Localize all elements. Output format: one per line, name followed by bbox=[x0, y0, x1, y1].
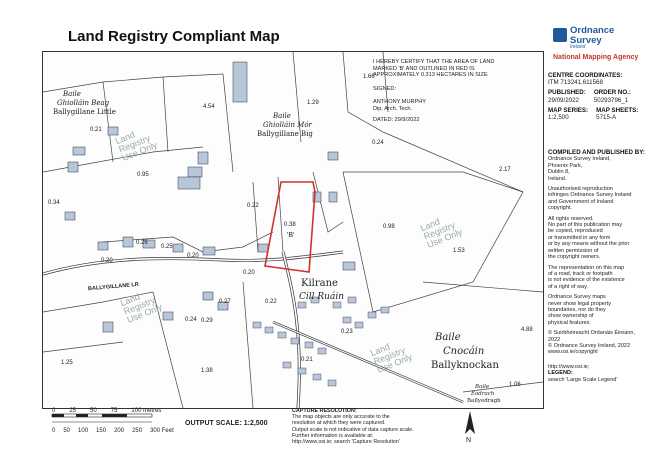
place-cnocain: Cnocáin bbox=[443, 346, 485, 357]
series-label: MAP SERIES: bbox=[548, 106, 589, 114]
scale-bar bbox=[44, 408, 164, 433]
centre-label: CENTRE COORDINATES: bbox=[548, 72, 623, 79]
map-drawing bbox=[43, 52, 543, 408]
area-label: 1.53 bbox=[453, 248, 465, 254]
certificate-text: I HEREBY CERTIFY THAT THE AREA OF LAND M… bbox=[373, 59, 495, 79]
scale-bar-graphic bbox=[51, 413, 153, 423]
area-label: 0.20 bbox=[101, 258, 113, 264]
place-ballygillane-little: Ballygillane Little bbox=[53, 108, 116, 116]
area-label: 0.29 bbox=[201, 318, 213, 324]
place-kilrane: Kilrane bbox=[301, 278, 338, 289]
compiled-label: COMPILED AND PUBLISHED BY: bbox=[548, 149, 645, 157]
area-label: 0.26 bbox=[136, 240, 148, 246]
osi-logo-icon bbox=[553, 28, 567, 42]
place-baile-3: Baile bbox=[435, 332, 461, 343]
place-ghiollain-mor: Ghiolláin Mór bbox=[263, 121, 312, 129]
area-label: 1.29 bbox=[307, 100, 319, 106]
area-label: 0.22 bbox=[265, 299, 277, 305]
series-value: 1:2,500 bbox=[548, 114, 569, 122]
map-frame[interactable]: Baile Ghiolláin Beag Ballygillane Little… bbox=[42, 51, 544, 409]
page-title: Land Registry Compliant Map bbox=[68, 28, 280, 45]
logo-line2: Survey bbox=[570, 35, 602, 46]
area-label: 0.21 bbox=[301, 357, 313, 363]
info-panel: CENTRE COORDINATES: ITM 713241,611568 PU… bbox=[548, 72, 658, 383]
place-eadrach: Eadrach bbox=[471, 391, 495, 397]
centre-value: ITM 713241,611568 bbox=[548, 79, 603, 87]
area-label: 0.24 bbox=[185, 317, 197, 323]
area-label: 4.88 bbox=[521, 327, 533, 333]
place-baile-2: Baile bbox=[273, 112, 291, 120]
sheets-label: MAP SHEETS: bbox=[596, 106, 639, 114]
published-value: 29/09/2022 bbox=[548, 96, 579, 104]
signed-label: SIGNED: bbox=[373, 85, 397, 92]
area-label: 1.66 bbox=[363, 74, 375, 80]
area-label: 2.17 bbox=[499, 167, 511, 173]
place-cill-ruain: Cill Ruáin bbox=[299, 292, 344, 302]
area-label: 0.95 bbox=[137, 172, 149, 178]
copyright-lines: © Suirbhéireacht Ordanáis Éireann, 2022 … bbox=[548, 330, 635, 356]
area-label: 0.21 bbox=[90, 127, 102, 133]
signer-name: ANTHONY MURPHY bbox=[373, 99, 427, 106]
area-label: 0.24 bbox=[372, 140, 384, 146]
place-ballyedragh: Ballyedragh bbox=[467, 398, 501, 404]
area-label: 1.06 bbox=[509, 382, 521, 388]
order-value: 50293796_1 bbox=[593, 96, 629, 104]
area-label: 0.22 bbox=[247, 203, 259, 209]
certificate-block: I HEREBY CERTIFY THAT THE AREA OF LAND M… bbox=[373, 59, 513, 123]
order-label: ORDER NO.: bbox=[593, 89, 631, 97]
area-label: 0.20 bbox=[243, 270, 255, 276]
signer-qualification: Dip. Arch. Tech. bbox=[373, 105, 413, 112]
area-label: 0.98 bbox=[383, 224, 395, 230]
area-label: 1.25 bbox=[61, 360, 73, 366]
area-label: 4.54 bbox=[203, 104, 215, 110]
place-baile-1: Baile bbox=[63, 90, 81, 98]
compiled-lines: Ordnance Survey Ireland,Phoenix Park, Du… bbox=[548, 156, 611, 182]
area-label: 0.20 bbox=[187, 253, 199, 259]
north-arrow-icon bbox=[465, 411, 475, 434]
logo-tagline: National Mapping Agency bbox=[553, 54, 639, 61]
logo-line3: Ireland bbox=[570, 44, 586, 50]
place-ballyknockan: Ballyknockan bbox=[431, 360, 499, 371]
place-ghiollain-beag: Ghiolláin Beag bbox=[57, 99, 110, 107]
sheets-value: 5715-A bbox=[596, 114, 617, 122]
area-label: 0.34 bbox=[48, 200, 60, 206]
area-label: 0.23 bbox=[341, 329, 353, 335]
published-label: PUBLISHED: bbox=[548, 89, 586, 97]
parcel-label: 'B' bbox=[287, 232, 295, 239]
area-label: 0.25 bbox=[161, 244, 173, 250]
legend-block: http://www.osi.ie; LEGEND: search 'Large… bbox=[548, 363, 618, 383]
north-label: N bbox=[466, 437, 472, 444]
output-scale: OUTPUT SCALE: 1:2,500 bbox=[185, 420, 268, 427]
place-ballygillane-big: Ballygillane Big bbox=[257, 130, 313, 138]
area-label: 0.27 bbox=[219, 299, 231, 305]
logo-line1: Ordnance bbox=[570, 25, 615, 36]
area-label: 0.38 bbox=[284, 222, 296, 228]
rights-lines: All rights reserved.No part of this publ… bbox=[548, 215, 630, 261]
place-baile-4: Baile bbox=[475, 384, 490, 390]
dated-text: DATED: 29/9/2022 bbox=[373, 116, 420, 123]
capture-resolution: CAPTURE RESOLUTION: The map objects are … bbox=[292, 408, 414, 446]
area-label: 1.38 bbox=[201, 368, 213, 374]
parcel-b-outline bbox=[264, 181, 316, 273]
